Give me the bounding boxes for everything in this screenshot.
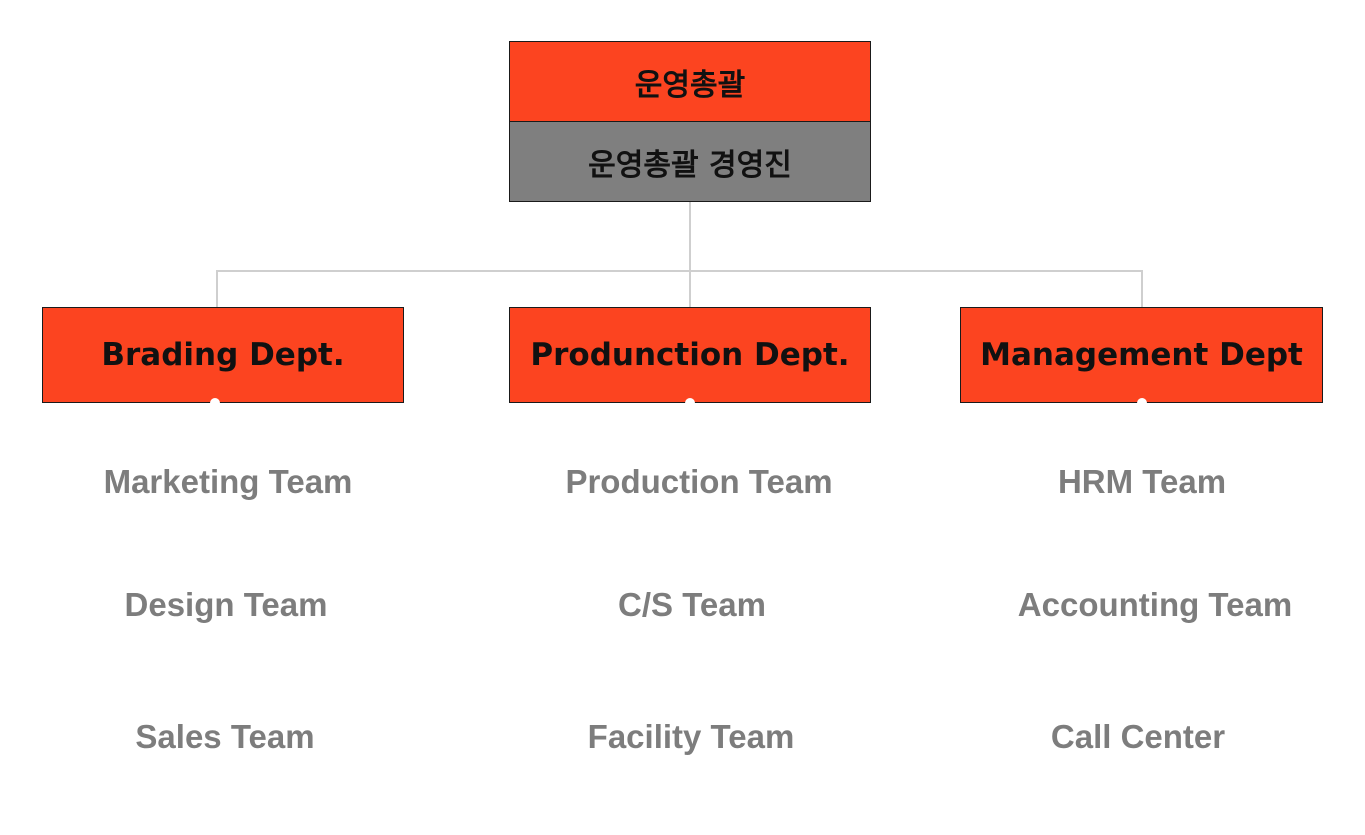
- connector-dot: [1137, 398, 1147, 408]
- connector-dot: [685, 398, 695, 408]
- dept-name: Produnction Dept.: [530, 337, 850, 373]
- top-title: 운영총괄: [634, 67, 746, 103]
- dept-box-produnction: Produnction Dept.: [509, 307, 871, 403]
- team-label: C/S Team: [618, 586, 766, 623]
- team-label: Call Center: [1050, 718, 1226, 755]
- dept-box-management: Management Dept: [960, 307, 1323, 403]
- team-label: Sales Team: [135, 718, 315, 755]
- team-label: Design Team: [124, 586, 328, 623]
- top-subtitle: 운영총괄 경영진: [588, 147, 792, 183]
- connector-top-vertical: [689, 200, 691, 308]
- dept-box-brading: Brading Dept.: [42, 307, 404, 403]
- connector-horizontal: [216, 270, 1143, 272]
- dept-name: Brading Dept.: [101, 337, 345, 373]
- connector-dot: [210, 398, 220, 408]
- connector-right-vertical: [1141, 270, 1143, 308]
- team-label: Production Team: [565, 463, 833, 500]
- top-subtitle-box: 운영총괄 경영진: [509, 121, 871, 202]
- team-label: Accounting Team: [1017, 586, 1293, 623]
- team-label: Marketing Team: [103, 463, 353, 500]
- team-label: HRM Team: [1057, 463, 1227, 500]
- connector-left-vertical: [216, 270, 218, 308]
- team-label: Facility Team: [587, 718, 795, 755]
- top-title-box: 운영총괄: [509, 41, 871, 122]
- dept-name: Management Dept: [980, 337, 1303, 373]
